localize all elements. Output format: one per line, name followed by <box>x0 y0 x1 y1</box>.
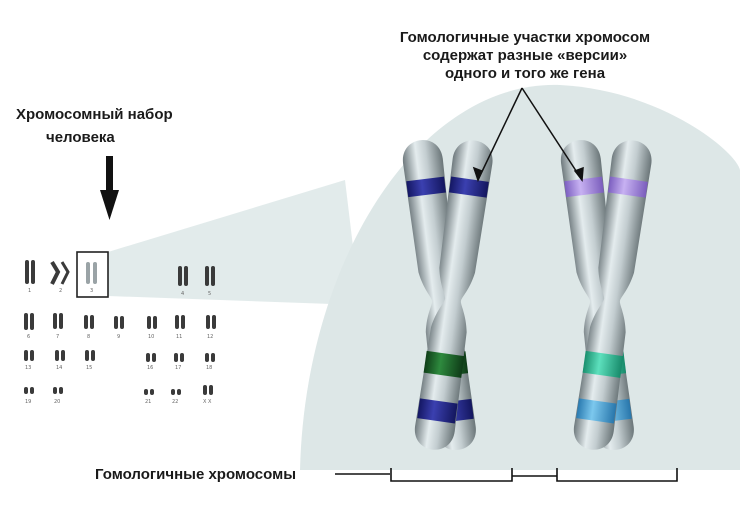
karyo-pair-19 <box>24 387 34 394</box>
karyo-pair-22 <box>171 389 181 395</box>
karyo-pair-13 <box>24 350 34 361</box>
zoom-beam <box>108 180 360 305</box>
chromatid-right-b <box>571 137 655 453</box>
karyo-num-xx: X X <box>203 399 212 405</box>
arrow-down-icon <box>100 156 119 220</box>
karyo-num-11: 11 <box>176 334 182 340</box>
homologous-regions-line2: содержат разные «версии» <box>422 47 628 64</box>
karyo-num-13: 13 <box>25 365 31 371</box>
karyo-num-1: 1 <box>28 288 31 294</box>
karyo-pair-10 <box>147 316 157 329</box>
karyo-num-16: 16 <box>147 365 153 371</box>
karyo-pair-6 <box>24 313 34 330</box>
zoom-circle <box>300 84 740 470</box>
homologous-regions-line1: Гомологичные участки хромосом <box>399 29 651 46</box>
karyo-num-5: 5 <box>208 291 211 297</box>
karyo-pair-3 <box>86 262 97 284</box>
karyo-pair-5 <box>205 266 215 286</box>
karyo-num-18: 18 <box>206 365 212 371</box>
homologous-bracket <box>335 468 678 482</box>
karyo-num-15: 15 <box>86 365 92 371</box>
karyo-num-8: 8 <box>87 334 90 340</box>
karyo-pair-12 <box>206 315 216 329</box>
karyo-pair-16 <box>146 353 156 362</box>
chromosome-set-line1: Хромосомный набор <box>16 106 173 123</box>
chromatid-left-b <box>412 137 496 453</box>
karyo-pair-9 <box>114 316 124 329</box>
pointer-lines <box>472 87 584 183</box>
karyo-pair-14 <box>55 350 65 361</box>
karyo-num-10: 10 <box>148 334 154 340</box>
karyo-pair-21 <box>144 389 154 395</box>
karyo-pair-1 <box>25 260 35 284</box>
karyotype <box>24 260 216 395</box>
karyo-num-17: 17 <box>175 365 181 371</box>
karyo-pair-8 <box>84 315 94 329</box>
homologous-regions-line3: одного и того же гена <box>444 65 606 82</box>
karyo-num-9: 9 <box>117 334 120 340</box>
homologous-regions-label: Гомологичные участки хромосом содержат р… <box>360 29 690 83</box>
karyo-num-20: 20 <box>54 399 60 405</box>
karyo-pair-4 <box>178 266 188 286</box>
karyo-num-22: 22 <box>172 399 178 405</box>
karyo-pair-2 <box>50 260 70 285</box>
karyo-num-14: 14 <box>56 365 62 371</box>
karyo-num-2: 2 <box>59 288 62 294</box>
chromosome-pair-left <box>400 137 496 453</box>
karyotype-numbers: 1 2 3 4 5 6 7 8 9 10 11 12 13 14 15 16 1… <box>25 288 213 405</box>
homologous-chromosomes-label: Гомологичные хромосомы <box>95 466 297 483</box>
karyo-pair-11 <box>175 315 185 329</box>
karyo-num-6: 6 <box>27 334 30 340</box>
karyo-num-3: 3 <box>90 288 93 294</box>
karyo-num-4: 4 <box>181 291 184 297</box>
karyo-pair-15 <box>85 350 95 361</box>
karyo-pair-18 <box>205 353 215 362</box>
karyo-num-12: 12 <box>207 334 213 340</box>
karyo-pair-17 <box>174 353 184 362</box>
chromosome-pair-right <box>558 137 655 453</box>
karyo-num-21: 21 <box>145 399 151 405</box>
chromosome-set-line2: человека <box>46 129 115 146</box>
karyo-pair-xx <box>203 385 213 395</box>
chromosome-set-label: Хромосомный набор человека <box>16 106 246 147</box>
karyo-num-19: 19 <box>25 399 31 405</box>
karyo-num-7: 7 <box>56 334 59 340</box>
selection-box <box>76 251 109 298</box>
karyo-pair-20 <box>53 387 63 394</box>
karyo-pair-7 <box>53 313 63 329</box>
